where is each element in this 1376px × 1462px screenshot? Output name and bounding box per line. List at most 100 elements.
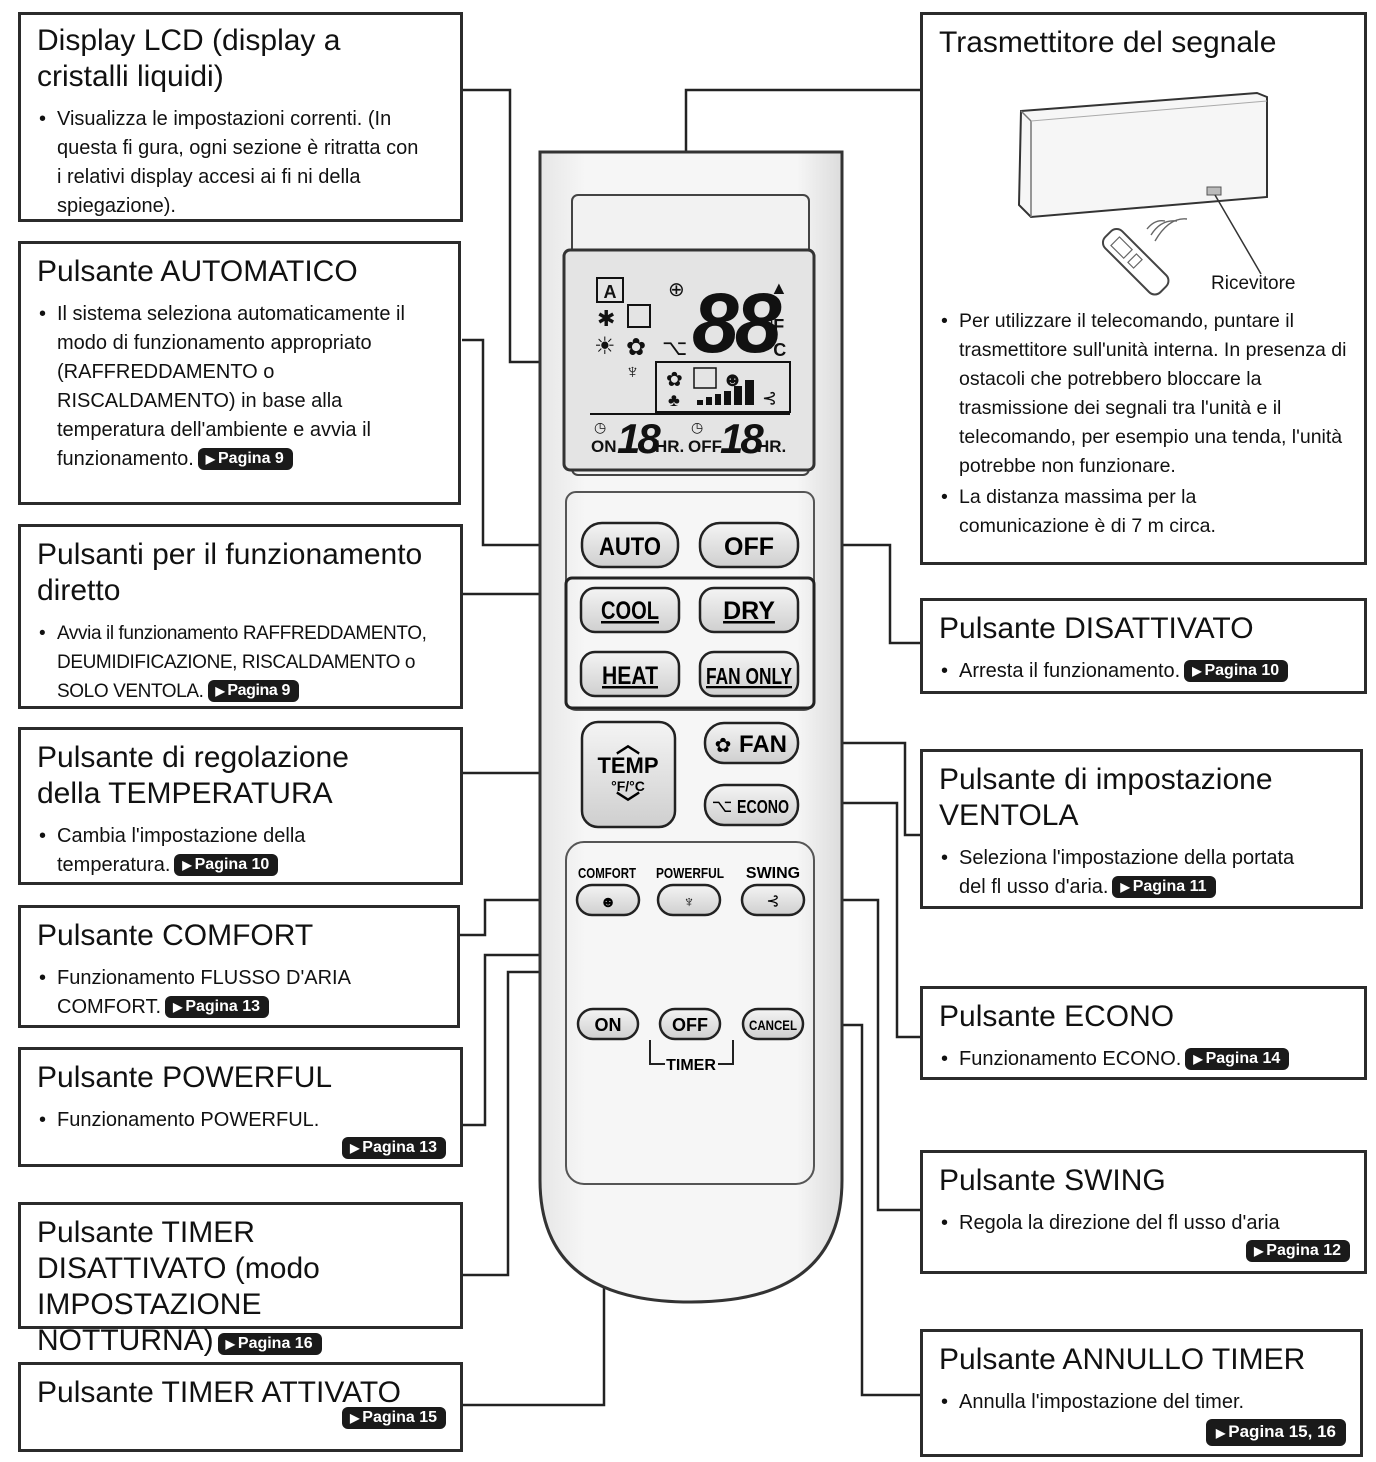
lcd-on-hr: HR. [655, 437, 684, 456]
swing-icon: ⊰ [762, 388, 777, 408]
svg-text:DRY: DRY [723, 597, 775, 625]
fan-bar-1 [697, 400, 703, 405]
callout-title: Pulsante COMFORT [37, 919, 314, 952]
fan-bar-3 [715, 394, 721, 405]
heat-button[interactable]: HEAT [579, 650, 681, 698]
econo-icon: ⌥ [662, 335, 687, 360]
callout-title: Trasmettitore del segnale [939, 26, 1277, 59]
swing-label: SWING [746, 865, 800, 882]
callout-timer-on-button: Pulsante TIMER ATTIVATO Pagina 15 [18, 1362, 463, 1452]
svg-text:°F/°C: °F/°C [611, 778, 645, 794]
callout-title: Pulsante POWERFUL [37, 1061, 333, 1094]
svg-text:FAN ONLY: FAN ONLY [706, 663, 792, 689]
svg-text:TEMP: TEMP [597, 753, 658, 778]
sun-icon: ☀ [594, 333, 616, 360]
fan-icon: ✿ [715, 735, 732, 757]
svg-text:ON: ON [595, 1015, 622, 1035]
page-badge[interactable]: Pagina 12 [1246, 1240, 1350, 1262]
callout-timer-off-button: Pulsante TIMER DISATTIVATO (modo IMPOSTA… [18, 1202, 463, 1357]
up-arrow-icon: ▲ [770, 278, 788, 298]
off-button[interactable]: OFF [698, 521, 800, 569]
indoor-unit [1017, 91, 1268, 219]
fan-button[interactable]: ✿ FAN [703, 721, 800, 765]
callout-text: Funzionamento ECONO. [959, 1048, 1182, 1070]
callout-title: Pulsante TIMER ATTIVATO [37, 1376, 401, 1409]
econo-button[interactable]: ⌥ ECONO [703, 783, 800, 827]
page-badge[interactable]: Pagina 9 [197, 448, 293, 470]
lcd-temperature-digits: 88 [692, 276, 782, 370]
callout-title: Pulsante di regolazione della TEMPERATUR… [37, 741, 349, 810]
page-badge[interactable]: Pagina 13 [165, 996, 270, 1018]
page-badge[interactable]: Pagina 14 [1185, 1048, 1290, 1070]
comfort-person-icon: ☻ [600, 894, 617, 911]
remote-buttons: AUTO OFF COOL DRY HEAT FAN ONLY ︿ TEMP °… [575, 521, 806, 1074]
timer-label: TIMER [666, 1057, 716, 1074]
callout-comfort-button: Pulsante COMFORT Funzionamento FLUSSO D'… [18, 905, 460, 1028]
comfort-person-icon: ☻ [722, 369, 743, 391]
callout-temp-button: Pulsante di regolazione della TEMPERATUR… [18, 727, 463, 885]
callout-powerful-button: Pulsante POWERFUL Funzionamento POWERFUL… [18, 1047, 463, 1167]
callout-title: Display LCD (display a cristalli liquidi… [37, 24, 341, 93]
timer-bracket [649, 1040, 734, 1065]
cool-button[interactable]: COOL [579, 586, 681, 634]
powerful-label: POWERFUL [656, 865, 724, 882]
lcd-content: A ✱ ☀ ✿ ♆ ⊕ ⌥ 88 ▲ °F °C ✿ ☻ ♣ ⊰ ◷ ON 18… [590, 276, 791, 462]
clock-icon: ◷ [691, 419, 703, 435]
comfort-button[interactable]: ☻ [575, 883, 641, 917]
lcd-auto-label: A [604, 282, 617, 302]
callout-text: Per utilizzare il telecomando, puntare i… [939, 307, 1350, 481]
fan-bar-4 [724, 391, 731, 405]
page-badge[interactable]: Pagina 11 [1112, 876, 1216, 898]
powerful-icon: ♆ [625, 361, 640, 383]
button-panel-bottom [565, 841, 815, 1185]
callout-text: Regola la direzione del fl usso d'aria [939, 1209, 1350, 1238]
receiver-label: Ricevitore [1211, 273, 1295, 294]
timer-on-button[interactable]: ON [576, 1007, 640, 1041]
callout-swing-button: Pulsante SWING Regola la direzione del f… [920, 1150, 1367, 1274]
svg-text:OFF: OFF [672, 1015, 708, 1035]
svg-text:AUTO: AUTO [599, 533, 661, 561]
callout-title: Pulsante DISATTIVATO [939, 612, 1254, 645]
swing-icon: ⊰ [766, 893, 779, 910]
callout-title: Pulsante SWING [939, 1164, 1166, 1197]
callout-text: Funzionamento FLUSSO D'ARIA COMFORT. [57, 967, 350, 1018]
powerful-button[interactable]: ♆ [656, 883, 722, 917]
lcd-off-hr: HR. [757, 437, 786, 456]
quiet-icon: ♣ [668, 390, 680, 410]
timer-off-button[interactable]: OFF [658, 1007, 722, 1041]
callout-title: Pulsante AUTOMATICO [37, 255, 358, 288]
callout-transmitter: Trasmettitore del segnale Ricevitore Per… [920, 12, 1367, 565]
callout-title: Pulsante ANNULLO TIMER [939, 1343, 1306, 1376]
svg-text:FAN: FAN [739, 731, 787, 758]
callout-auto-button: Pulsante AUTOMATICO Il sistema seleziona… [18, 241, 461, 505]
page-badge[interactable]: Pagina 9 [207, 680, 299, 702]
svg-text:ECONO: ECONO [737, 797, 789, 817]
temp-button[interactable]: ︿ TEMP °F/°C ﹀ [580, 720, 677, 829]
receiver-window [1206, 186, 1222, 196]
auto-button[interactable]: AUTO [580, 521, 680, 569]
fan-bar-6 [745, 380, 754, 405]
signal-icon: ⊕ [668, 279, 685, 301]
fan-bar-5 [734, 386, 742, 405]
fan-mode-icon: ✿ [626, 334, 646, 361]
callout-text: Il sistema seleziona automaticamente il … [57, 303, 405, 470]
comfort-label: COMFORT [578, 865, 636, 882]
timer-cancel-button[interactable]: CANCEL [741, 1007, 805, 1041]
callout-text: Arresta il funzionamento. [959, 660, 1181, 682]
page-badge[interactable]: Pagina 10 [1184, 660, 1289, 682]
dry-button[interactable]: DRY [698, 586, 800, 634]
callout-cancel-button: Pulsante ANNULLO TIMER Annulla l'imposta… [920, 1329, 1363, 1457]
fan-auto-indicator [693, 367, 717, 389]
lcd-unit-c: °C [766, 340, 786, 360]
callout-text: Annulla l'impostazione del timer. [939, 1388, 1346, 1417]
swing-button[interactable]: ⊰ [740, 883, 806, 917]
page-badge[interactable]: Pagina 13 [342, 1137, 446, 1159]
page-badge[interactable]: Pagina 15 [342, 1407, 446, 1429]
page-badge[interactable]: Pagina 10 [174, 854, 279, 876]
lcd-on-label: ON [591, 437, 617, 456]
fan-bar-2 [706, 397, 712, 405]
fan-only-button[interactable]: FAN ONLY [698, 650, 800, 698]
connector-display [462, 88, 565, 364]
page-badge[interactable]: Pagina 16 [217, 1333, 322, 1355]
page-badge[interactable]: Pagina 15, 16 [1206, 1419, 1346, 1446]
